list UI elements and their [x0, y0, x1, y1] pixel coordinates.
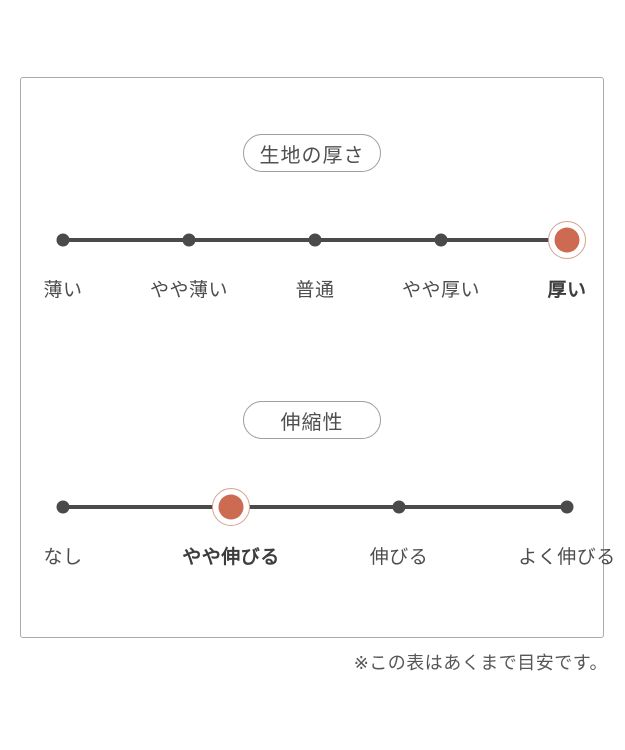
stretch-scale: 伸縮性 なし やや伸びる 伸びる よく伸びる [21, 401, 615, 581]
spec-panel: 生地の厚さ 薄い やや薄い 普通 やや厚い 厚い 伸縮性 なし やや伸びる 伸びる よく伸びる [20, 77, 615, 638]
stretch-points [56, 487, 574, 527]
scale-point-dot [56, 500, 70, 514]
scale-point-selected-marker [548, 221, 586, 259]
fabric-thickness-points [56, 220, 586, 260]
stretch-labels: なし やや伸びる 伸びる よく伸びる [43, 545, 615, 569]
scale-point-dot [560, 500, 574, 514]
fabric-thickness-track-area [56, 220, 586, 260]
scale-point-selected-marker [212, 488, 250, 526]
scale-point-dot [182, 233, 196, 247]
scale-point-dot [434, 233, 448, 247]
stretch-track-line [63, 505, 567, 509]
fabric-thickness-title: 生地の厚さ [259, 142, 365, 167]
stretch-title: 伸縮性 [280, 409, 344, 434]
fabric-thickness-scale: 生地の厚さ 薄い やや薄い 普通 やや厚い 厚い [21, 134, 603, 314]
scale-point-dot [308, 233, 322, 247]
footnote: ※この表はあくまで目安です。 [353, 653, 608, 674]
scale-label: よく伸びる [518, 546, 616, 568]
scale-label: 厚い [547, 279, 587, 301]
scale-label: なし [43, 546, 83, 568]
scale-label: 伸びる [369, 546, 429, 568]
scale-point-dot [392, 500, 406, 514]
scale-point-dot [56, 233, 70, 247]
scale-label: やや厚い [401, 279, 481, 301]
stretch-track-area [56, 487, 574, 527]
fabric-thickness-title-pill: 生地の厚さ [243, 134, 381, 172]
scale-label: やや伸びる [182, 546, 280, 568]
scale-label: 薄い [43, 279, 83, 301]
fabric-thickness-labels: 薄い やや薄い 普通 やや厚い 厚い [43, 278, 586, 302]
stretch-title-pill: 伸縮性 [243, 401, 381, 439]
scale-label: やや薄い [149, 279, 229, 301]
scale-label: 普通 [295, 279, 335, 301]
